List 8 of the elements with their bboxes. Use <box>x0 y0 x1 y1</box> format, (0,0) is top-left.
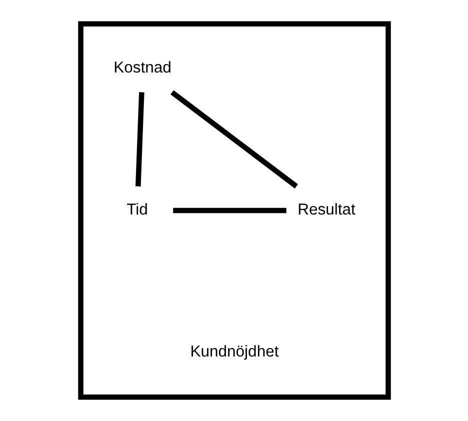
connector <box>170 90 298 188</box>
node-text: Kundnöjdhet <box>190 343 278 360</box>
cluster <box>78 21 390 400</box>
node-text: Tid <box>126 202 148 219</box>
connector <box>135 92 144 186</box>
node-text: Kostnad <box>113 60 171 77</box>
connector <box>172 208 286 214</box>
node-text: Resultat <box>297 202 355 219</box>
